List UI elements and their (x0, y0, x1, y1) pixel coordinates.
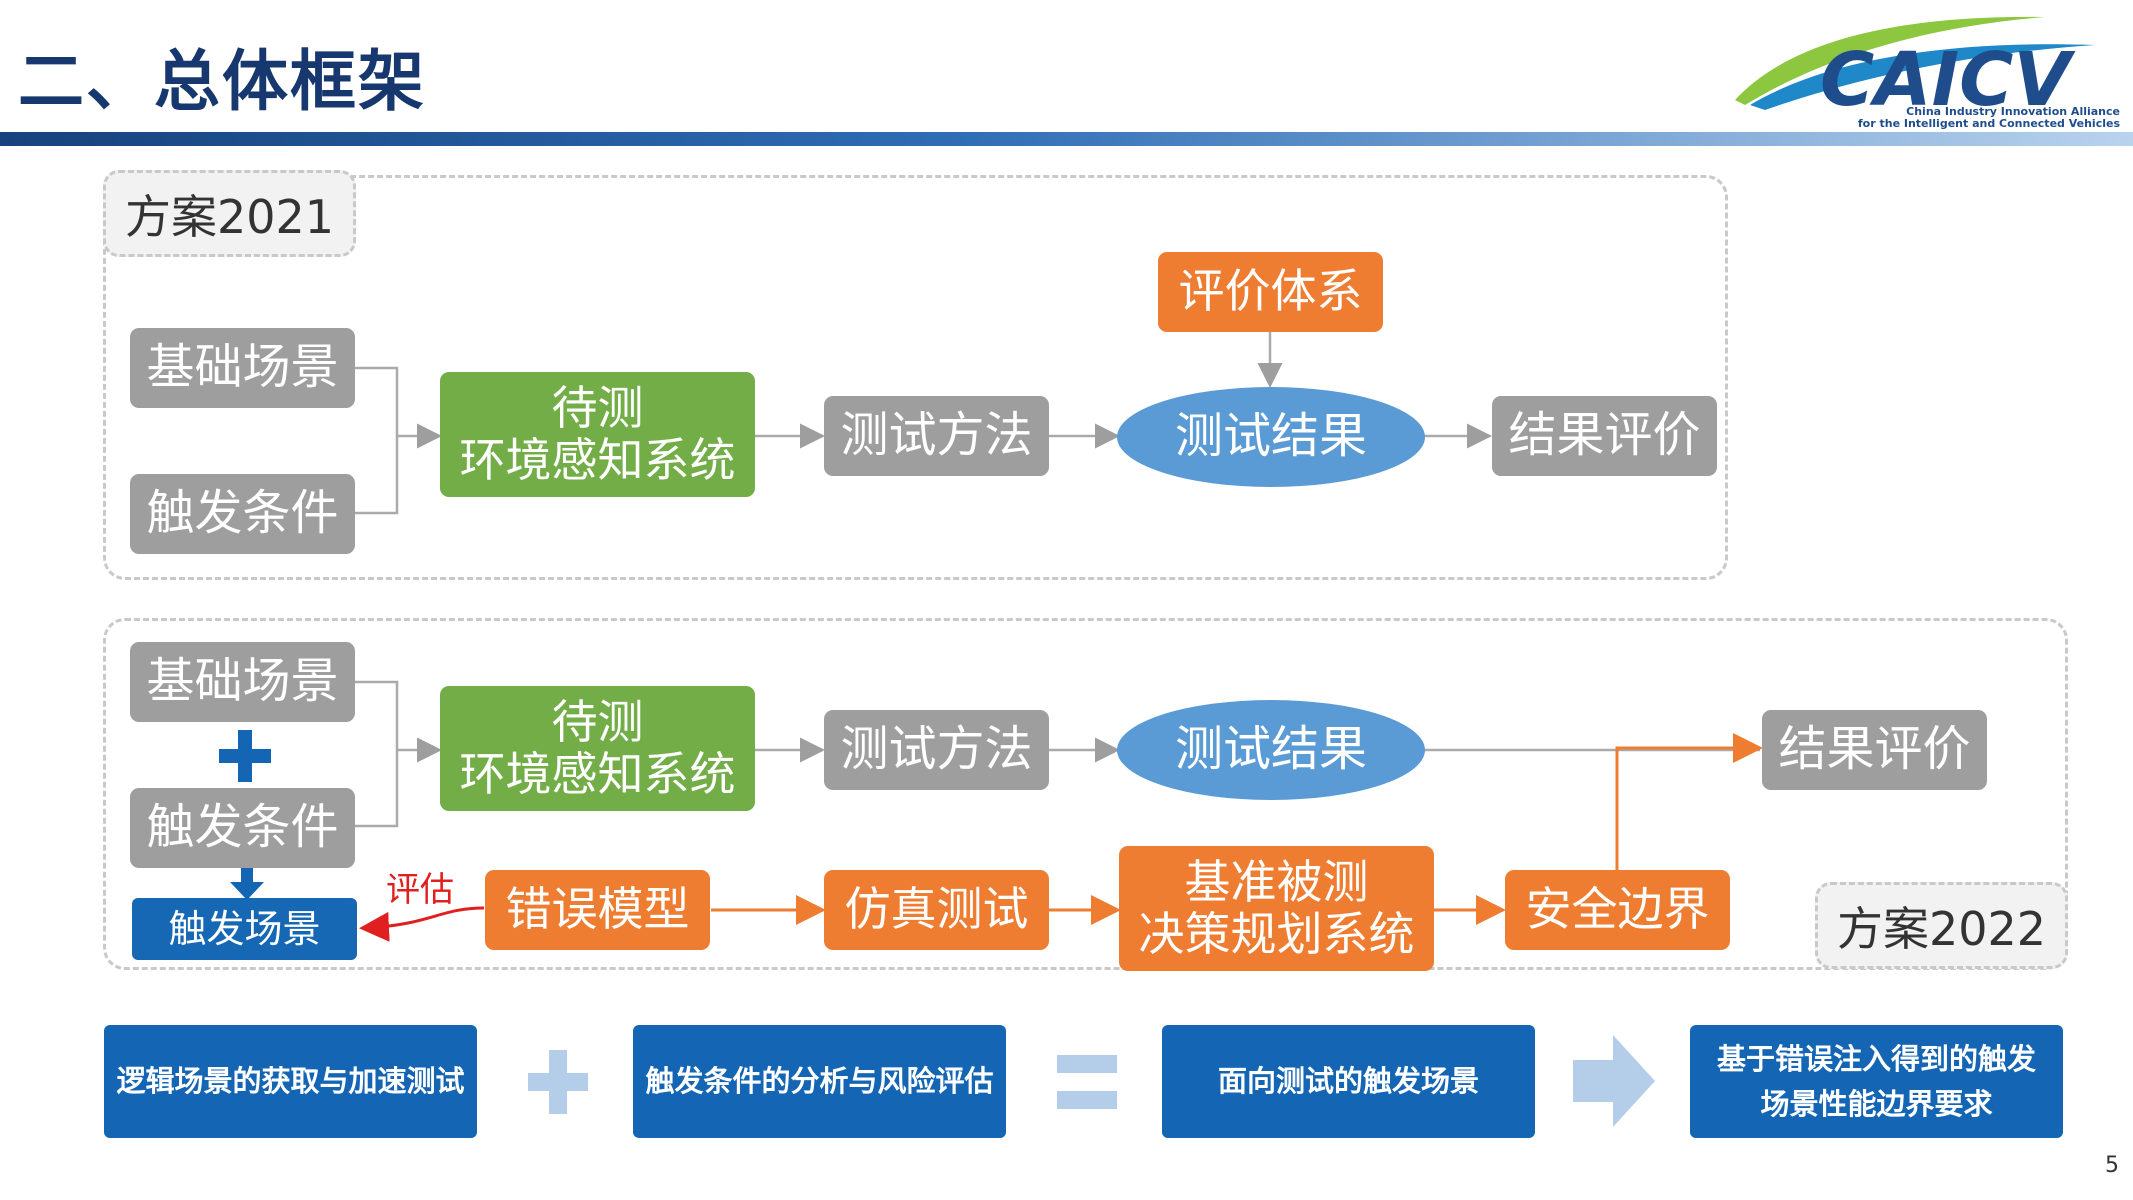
logo-wordmark: CAICV (1820, 37, 2076, 123)
test-result-2022: 测试结果 (1117, 700, 1425, 800)
trigger-condition-2022: 触发条件 (130, 788, 355, 868)
result-eval-2021: 结果评价 (1492, 396, 1717, 476)
safety-boundary-2022: 安全边界 (1505, 870, 1730, 950)
basic-scene-2021: 基础场景 (130, 328, 355, 408)
page-number: 5 (2105, 1153, 2119, 1178)
baseline-system-line1: 基准被测 (1184, 854, 1369, 909)
summary-box-2: 触发条件的分析与风险评估 (633, 1025, 1006, 1138)
test-method-2021: 测试方法 (824, 396, 1049, 476)
summary-box-3: 面向测试的触发场景 (1162, 1025, 1535, 1138)
trigger-condition-2021: 触发条件 (130, 474, 355, 554)
system-under-test-line2: 环境感知系统 (459, 432, 736, 487)
summary-box-4: 基于错误注入得到的触发场景性能边界要求 (1690, 1025, 2063, 1138)
error-model-2022: 错误模型 (485, 870, 710, 950)
baseline-system-2022: 基准被测 决策规划系统 (1119, 846, 1434, 971)
eval-label: 评估 (386, 870, 454, 910)
system-under-test-2022: 待测 环境感知系统 (440, 686, 755, 811)
header-bar (0, 132, 2133, 146)
logo-subtitle-line1: China Industry Innovation Alliance (1906, 105, 2120, 118)
baseline-system-line2: 决策规划系统 (1138, 906, 1415, 961)
logo-subtitle-line2: for the Intelligent and Connected Vehicl… (1857, 117, 2120, 130)
eval-system-2021: 评价体系 (1158, 252, 1383, 332)
plus-icon (219, 730, 271, 782)
result-eval-2022: 结果评价 (1762, 710, 1987, 790)
summary-box-1: 逻辑场景的获取与加速测试 (104, 1025, 477, 1138)
arrow-right-icon (1573, 1035, 1655, 1127)
page-title: 二、总体框架 (18, 43, 426, 120)
scheme-2022-label: 方案2022 (1815, 882, 2068, 969)
system-under-test-line1: 待测 (551, 694, 644, 749)
scheme-2021-label: 方案2021 (103, 170, 356, 257)
scheme-2021-frame (103, 175, 1728, 580)
scheme-2022-frame (103, 618, 2068, 970)
arrow-down-icon (230, 868, 264, 900)
test-method-2022: 测试方法 (824, 710, 1049, 790)
basic-scene-2022: 基础场景 (130, 642, 355, 722)
trigger-scene-2022: 触发场景 (132, 898, 357, 960)
test-result-2021: 测试结果 (1117, 387, 1425, 487)
system-under-test-2021: 待测 环境感知系统 (440, 372, 755, 497)
plus-operator-icon (528, 1050, 588, 1114)
system-under-test-line2: 环境感知系统 (459, 746, 736, 801)
logo-subtitle: China Industry Innovation Alliance for t… (1820, 106, 2120, 130)
caicv-logo: CAICV (1735, 16, 2095, 123)
equals-operator-icon (1057, 1055, 1117, 1109)
sim-test-2022: 仿真测试 (824, 870, 1049, 950)
system-under-test-line1: 待测 (551, 380, 644, 435)
